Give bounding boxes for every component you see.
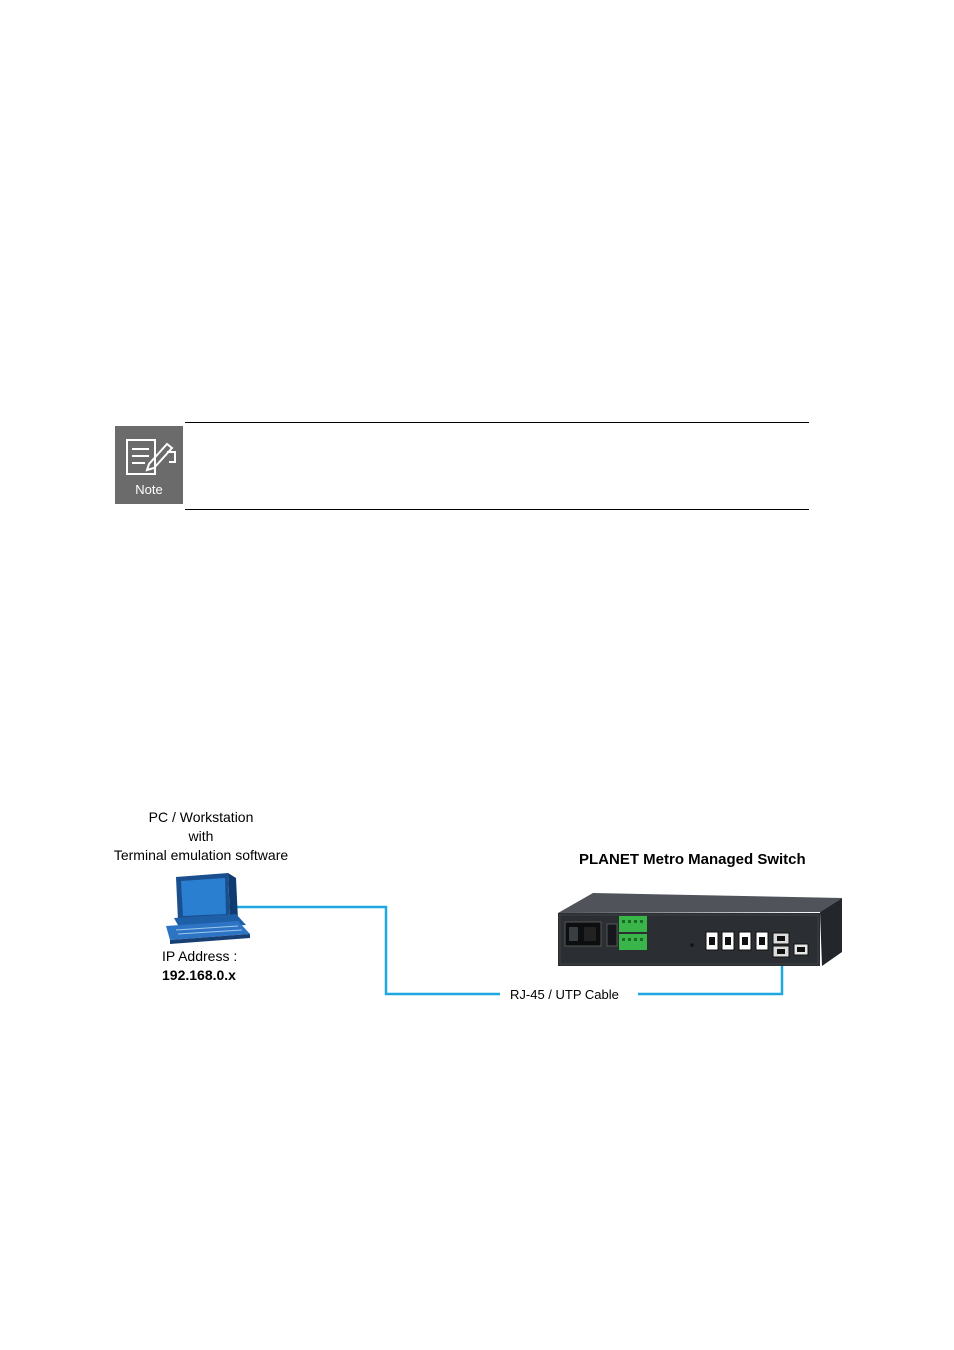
note-top-rule	[185, 422, 809, 423]
rj45-cable-line-right	[638, 955, 784, 996]
pc-label-line2: with	[188, 828, 214, 844]
metro-managed-switch-icon	[558, 893, 842, 966]
note-icon-box: Note	[115, 426, 183, 504]
ip-address-label: IP Address :	[162, 948, 238, 964]
pc-label-line3: Terminal emulation software	[113, 847, 289, 863]
pc-workstation-icon	[166, 873, 250, 944]
note-bottom-rule	[185, 509, 809, 510]
switch-title: PLANET Metro Managed Switch	[579, 851, 806, 868]
pc-label-line1: PC / Workstation	[148, 809, 254, 825]
ip-address-value: 192.168.0.x	[162, 967, 236, 983]
rj45-cable-line	[236, 905, 500, 996]
note-label: Note	[135, 482, 163, 497]
note-pencil-icon	[126, 439, 176, 475]
cable-label: RJ-45 / UTP Cable	[510, 987, 619, 1002]
